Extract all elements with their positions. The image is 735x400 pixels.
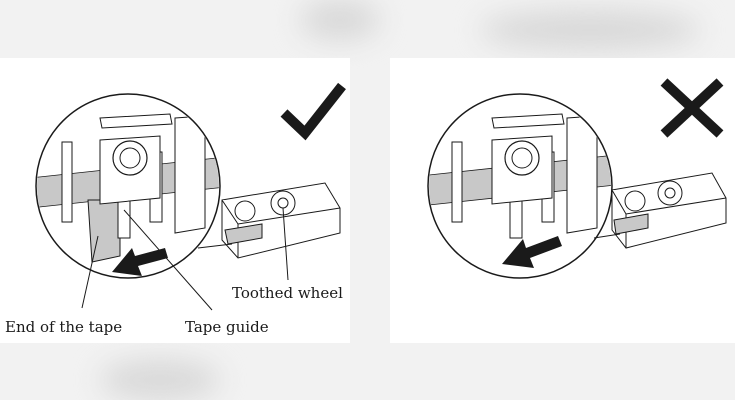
end-of-tape-leader xyxy=(81,235,99,309)
tape-guide-label: Tape guide xyxy=(185,318,269,336)
correct-installation-panel: Toothed wheel End of the tape Tape guide xyxy=(0,58,350,343)
cross-mark-icon xyxy=(660,78,724,138)
incorrect-installation-panel xyxy=(390,58,735,343)
magnified-tape-area xyxy=(429,113,611,268)
tape-cassette xyxy=(611,172,727,249)
background-blur xyxy=(480,10,700,50)
incorrect-installation-illustration xyxy=(427,78,727,279)
tape-cassette xyxy=(221,182,341,259)
toothed-wheel-label: Toothed wheel xyxy=(232,284,343,302)
end-of-tape-label: End of the tape xyxy=(5,318,123,336)
magnified-tape-area xyxy=(37,113,219,276)
tape-guide-leader xyxy=(123,209,213,311)
check-mark-icon xyxy=(280,82,346,141)
background-blur xyxy=(300,0,380,40)
background-blur xyxy=(100,360,220,400)
toothed-wheel-leader xyxy=(282,207,289,281)
correct-installation-illustration xyxy=(35,82,346,311)
